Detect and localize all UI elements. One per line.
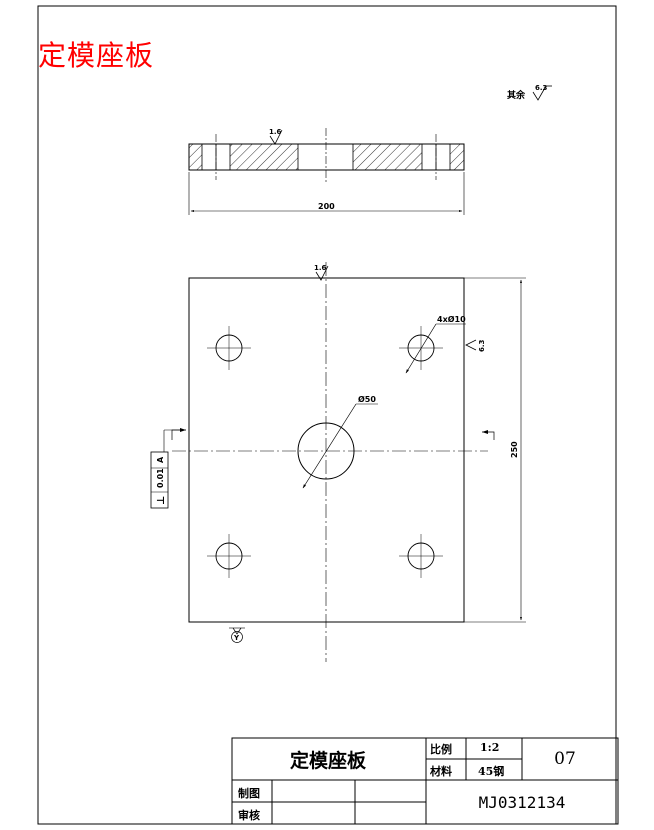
roughness-other-note: 其余 6.3 xyxy=(507,84,552,101)
title-block-scale-label: 比例 xyxy=(430,743,452,756)
small-hole-br xyxy=(399,534,443,578)
plan-view: 250 1.6 4xØ10 xyxy=(150,262,526,662)
view-symbol: Y xyxy=(229,627,245,643)
roughness-hole: 6.3 xyxy=(478,339,486,352)
hole-note-center: Ø50 xyxy=(358,394,376,404)
roughness-section-top: 1.6 xyxy=(269,128,282,136)
view-label: Y xyxy=(233,634,240,642)
section-view: 1.6 200 xyxy=(188,128,465,215)
tolerance-value: 0.01 xyxy=(156,468,165,488)
title-block-scale-value: 1:2 xyxy=(480,741,500,754)
tolerance-datum: A xyxy=(156,456,165,463)
title-block-part-name: 定模座板 xyxy=(289,749,366,772)
dim-height: 250 xyxy=(510,441,519,458)
title-block-lines xyxy=(231,737,619,825)
roughness-other-value: 6.3 xyxy=(535,84,548,92)
roughness-other-label: 其余 xyxy=(507,89,526,101)
tolerance-symbol: ⊥ xyxy=(156,496,167,505)
small-hole-bl xyxy=(207,534,251,578)
sheet-frame xyxy=(37,5,617,825)
small-hole-tl xyxy=(207,326,251,370)
title-block-checked-label: 审核 xyxy=(238,809,260,822)
title-block-drawing-number: MJ0312134 xyxy=(478,792,566,812)
dim-width: 200 xyxy=(318,202,335,211)
title-block-material-label: 材料 xyxy=(430,765,452,778)
roughness-plan-top: 1.6 xyxy=(314,264,327,272)
tolerance-frame: A 0.01 ⊥ xyxy=(150,429,186,509)
hole-note-small: 4xØ10 xyxy=(437,314,466,324)
title-block-material-value: 45钢 xyxy=(478,765,505,778)
title-block-sheet-no: 07 xyxy=(554,749,576,769)
title-block-drawn-label: 制图 xyxy=(238,787,260,800)
drawing-title-red: 定模座板 xyxy=(38,39,155,72)
center-hole xyxy=(297,422,355,480)
